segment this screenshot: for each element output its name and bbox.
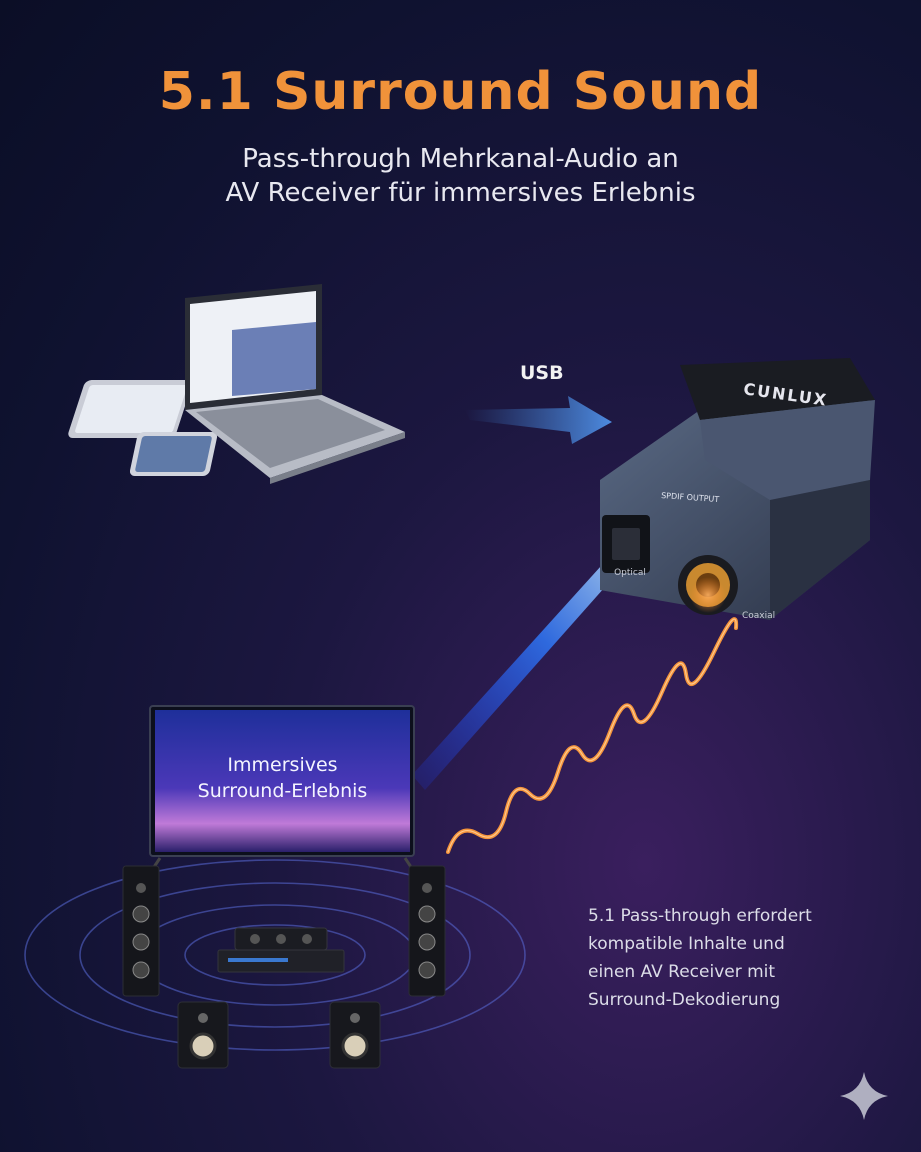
page-subtitle: Pass-through Mehrkanal-Audio an AV Recei…: [0, 142, 921, 210]
coaxial-wave: [446, 617, 739, 854]
speaker-right-tower: [408, 865, 446, 997]
television: [149, 705, 415, 871]
subtitle-line-2: AV Receiver für immersives Erlebnis: [225, 178, 696, 208]
tv-screen-line-2: Surround-Erlebnis: [197, 780, 368, 802]
phone-device: [129, 432, 218, 476]
svg-text:Coaxial: Coaxial: [742, 611, 775, 621]
usb-arrow: [465, 396, 612, 444]
footnote-line-3: einen AV Receiver mit: [588, 962, 776, 982]
speaker-left-tower: [122, 865, 160, 997]
tv-screen-line-1: Immersives: [227, 754, 338, 776]
svg-text:SPDIF OUTPUT: SPDIF OUTPUT: [661, 491, 720, 504]
footnote-line-4: Surround-Dekodierung: [588, 990, 781, 1010]
tablet-device: [68, 380, 192, 438]
speaker-rear-right: [329, 1001, 381, 1069]
subtitle-line-1: Pass-through Mehrkanal-Audio an: [242, 144, 679, 174]
footnote: 5.1 Pass-through erfordert kompatible In…: [588, 902, 888, 1014]
speaker-rear-left: [177, 1001, 229, 1069]
av-receiver: [217, 927, 345, 973]
usb-label: USB: [520, 362, 564, 384]
sparkle-icon: [840, 1072, 888, 1120]
laptop-device: [185, 284, 405, 484]
page-title: 5.1 Surround Sound: [158, 62, 763, 122]
sound-waves: [24, 859, 526, 1051]
footnote-line-2: kompatible Inhalte und: [588, 934, 785, 954]
svg-text:Optical: Optical: [614, 568, 646, 578]
footnote-line-1: 5.1 Pass-through erfordert: [588, 906, 812, 926]
converter-device: CUNLUX SPDIF OUTPUT Optical Coaxial: [600, 358, 875, 621]
optical-beam: [412, 545, 636, 790]
tv-screen-text: Immersives Surround-Erlebnis: [155, 752, 410, 804]
